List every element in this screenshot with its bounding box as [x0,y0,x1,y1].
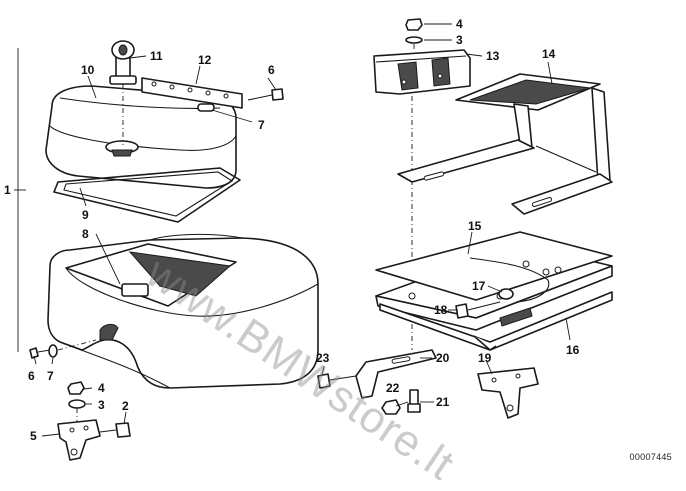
callout-9: 9 [82,208,89,222]
side-bracket [477,367,539,419]
callout-18: 18 [434,303,448,317]
callout-labels: 1 2 3 4 5 6 7 8 9 10 11 12 6 7 4 3 13 14… [4,17,580,443]
base-plate [375,231,613,331]
bolt-bottom [99,422,131,438]
callout-5: 5 [30,429,37,443]
leader-lines [33,23,571,437]
callout-3-left: 3 [98,398,105,412]
callout-8: 8 [82,227,89,241]
bolt-bracket [317,373,357,389]
callout-14: 14 [542,47,556,61]
bolt-vertical [407,389,421,413]
callout-13: 13 [486,49,500,63]
callout-10: 10 [81,63,95,77]
callout-15: 15 [468,219,482,233]
screw-lower [29,347,51,359]
holder-block [373,49,471,95]
support-arm [397,73,613,215]
callout-20: 20 [436,351,450,365]
case-lid [45,85,237,189]
callout-19: 19 [478,351,492,365]
washer-lower [48,339,97,358]
callout-4-right: 4 [456,17,463,31]
drawing-code: 00007445 [629,452,672,462]
callout-12: 12 [198,53,212,67]
pin-upper [197,103,215,112]
callout-11: 11 [150,49,163,63]
callout-4-left: 4 [98,381,105,395]
callout-6-left: 6 [28,369,35,383]
nut-bracket [381,399,401,415]
callout-3-right: 3 [456,33,463,47]
washer-plate [498,288,514,300]
callout-7-top: 7 [258,118,265,132]
callout-16: 16 [566,343,580,357]
callout-6-top: 6 [268,63,275,77]
assembly-bracket-line [14,48,26,352]
washer-bottom [68,399,86,422]
callout-7-left: 7 [47,369,54,383]
nut-top [405,18,423,31]
nut-bottom [67,381,85,395]
seal-gasket [53,167,241,223]
mount-bracket [57,419,101,461]
callout-23: 23 [316,351,330,365]
callout-2: 2 [122,399,129,413]
hinge-strip [141,77,243,109]
washer-top [405,36,423,44]
callout-21: 21 [436,395,450,409]
callout-22: 22 [386,381,400,395]
lock-cylinder [109,40,137,145]
angle-bracket [355,349,437,399]
callout-1: 1 [4,183,11,197]
callout-17: 17 [472,279,486,293]
lower-plate [379,291,613,351]
bolt-plate [455,301,501,319]
screw-upper [247,88,284,101]
